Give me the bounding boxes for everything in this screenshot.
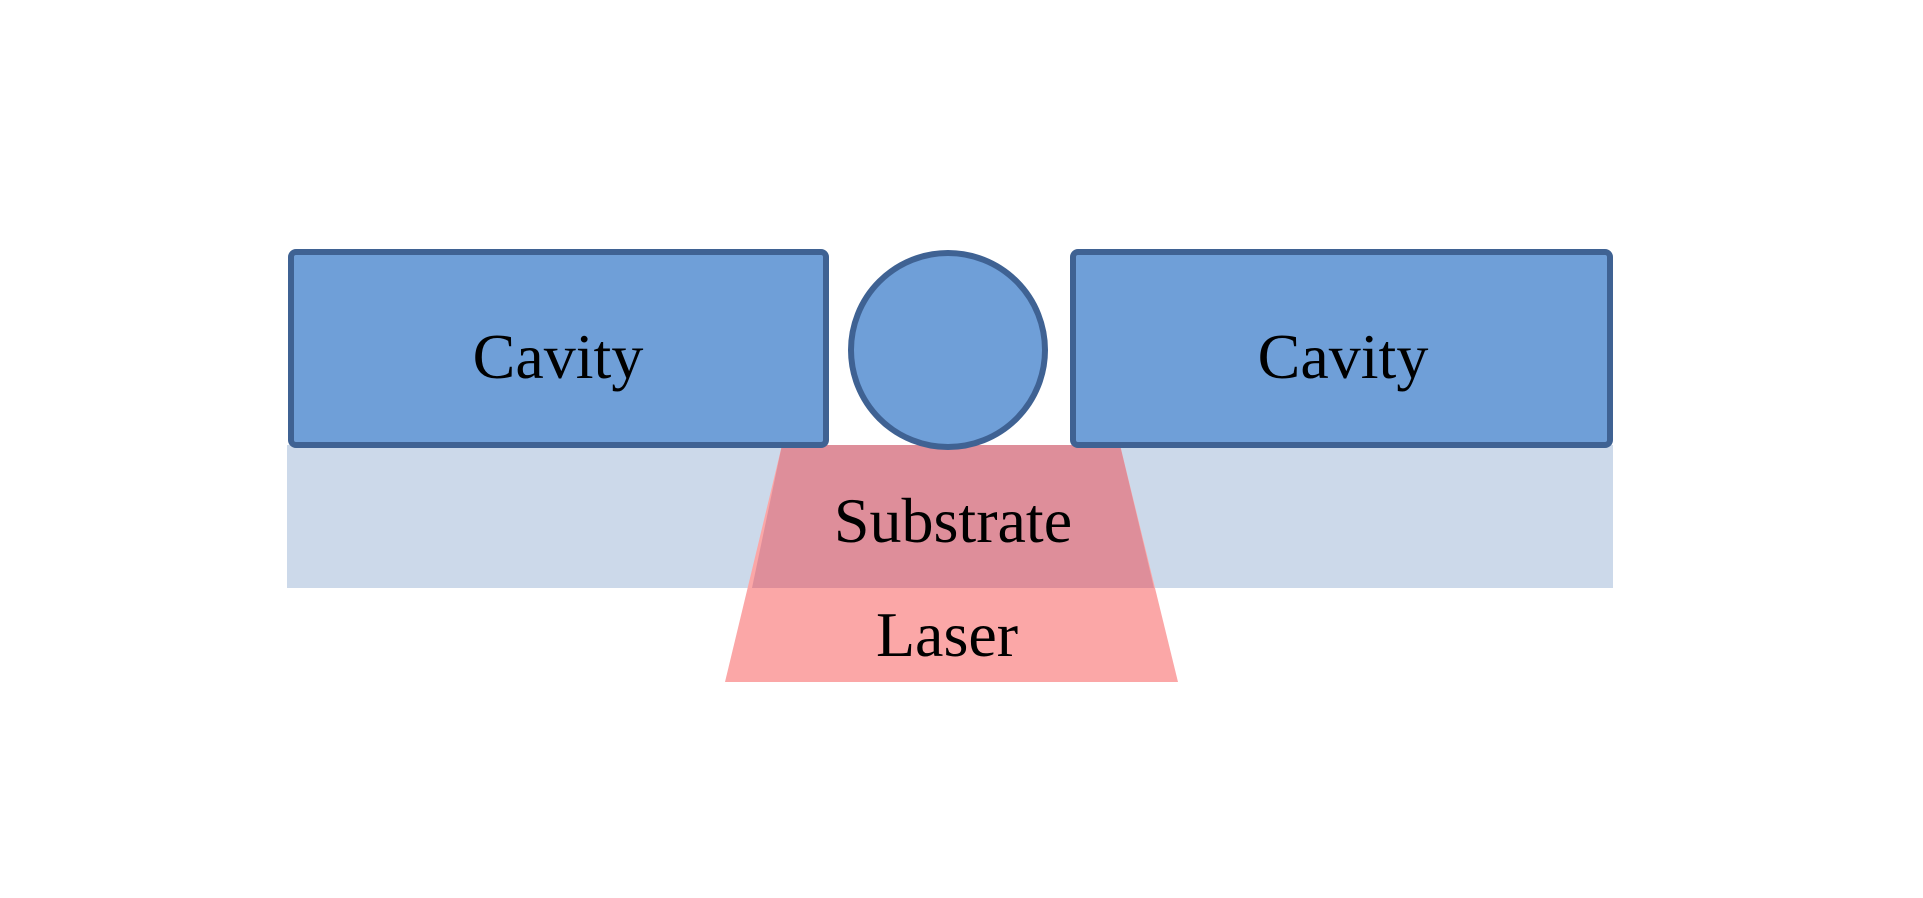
substrate-label: Substrate	[834, 485, 1072, 556]
particle-sphere	[848, 250, 1048, 450]
cavity-block-right	[1070, 249, 1613, 448]
laser-label: Laser	[876, 599, 1018, 670]
cavity-left-label: Cavity	[473, 321, 644, 392]
laser-substrate-overlap	[752, 445, 1154, 588]
cavity-right-label: Cavity	[1258, 321, 1429, 392]
cavity-block-left	[288, 249, 829, 448]
